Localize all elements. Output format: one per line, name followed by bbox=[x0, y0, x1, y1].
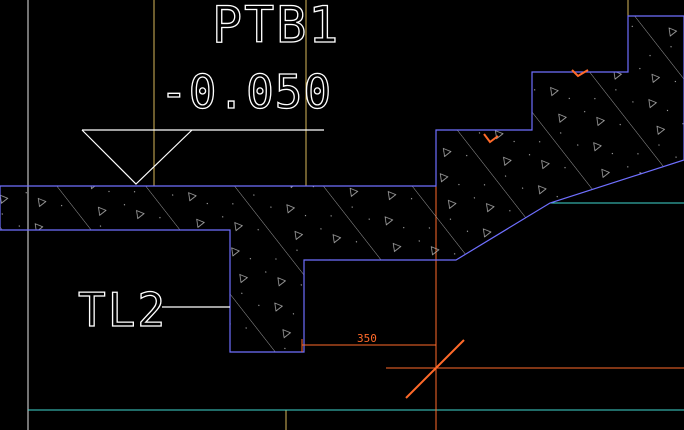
beam-label: TL2 bbox=[78, 283, 167, 337]
dimension-text: 350 bbox=[357, 332, 377, 345]
elevation-marker bbox=[81, 129, 324, 185]
concrete-section bbox=[0, 15, 684, 353]
rebar-mark-1 bbox=[483, 133, 499, 144]
rebar-mark-2 bbox=[571, 69, 589, 78]
elevation-label: -0.050 bbox=[160, 65, 332, 119]
slab-label: PTB1 bbox=[212, 0, 340, 54]
section-cut-mark bbox=[405, 339, 465, 399]
dimension-350: 350 bbox=[301, 332, 437, 352]
